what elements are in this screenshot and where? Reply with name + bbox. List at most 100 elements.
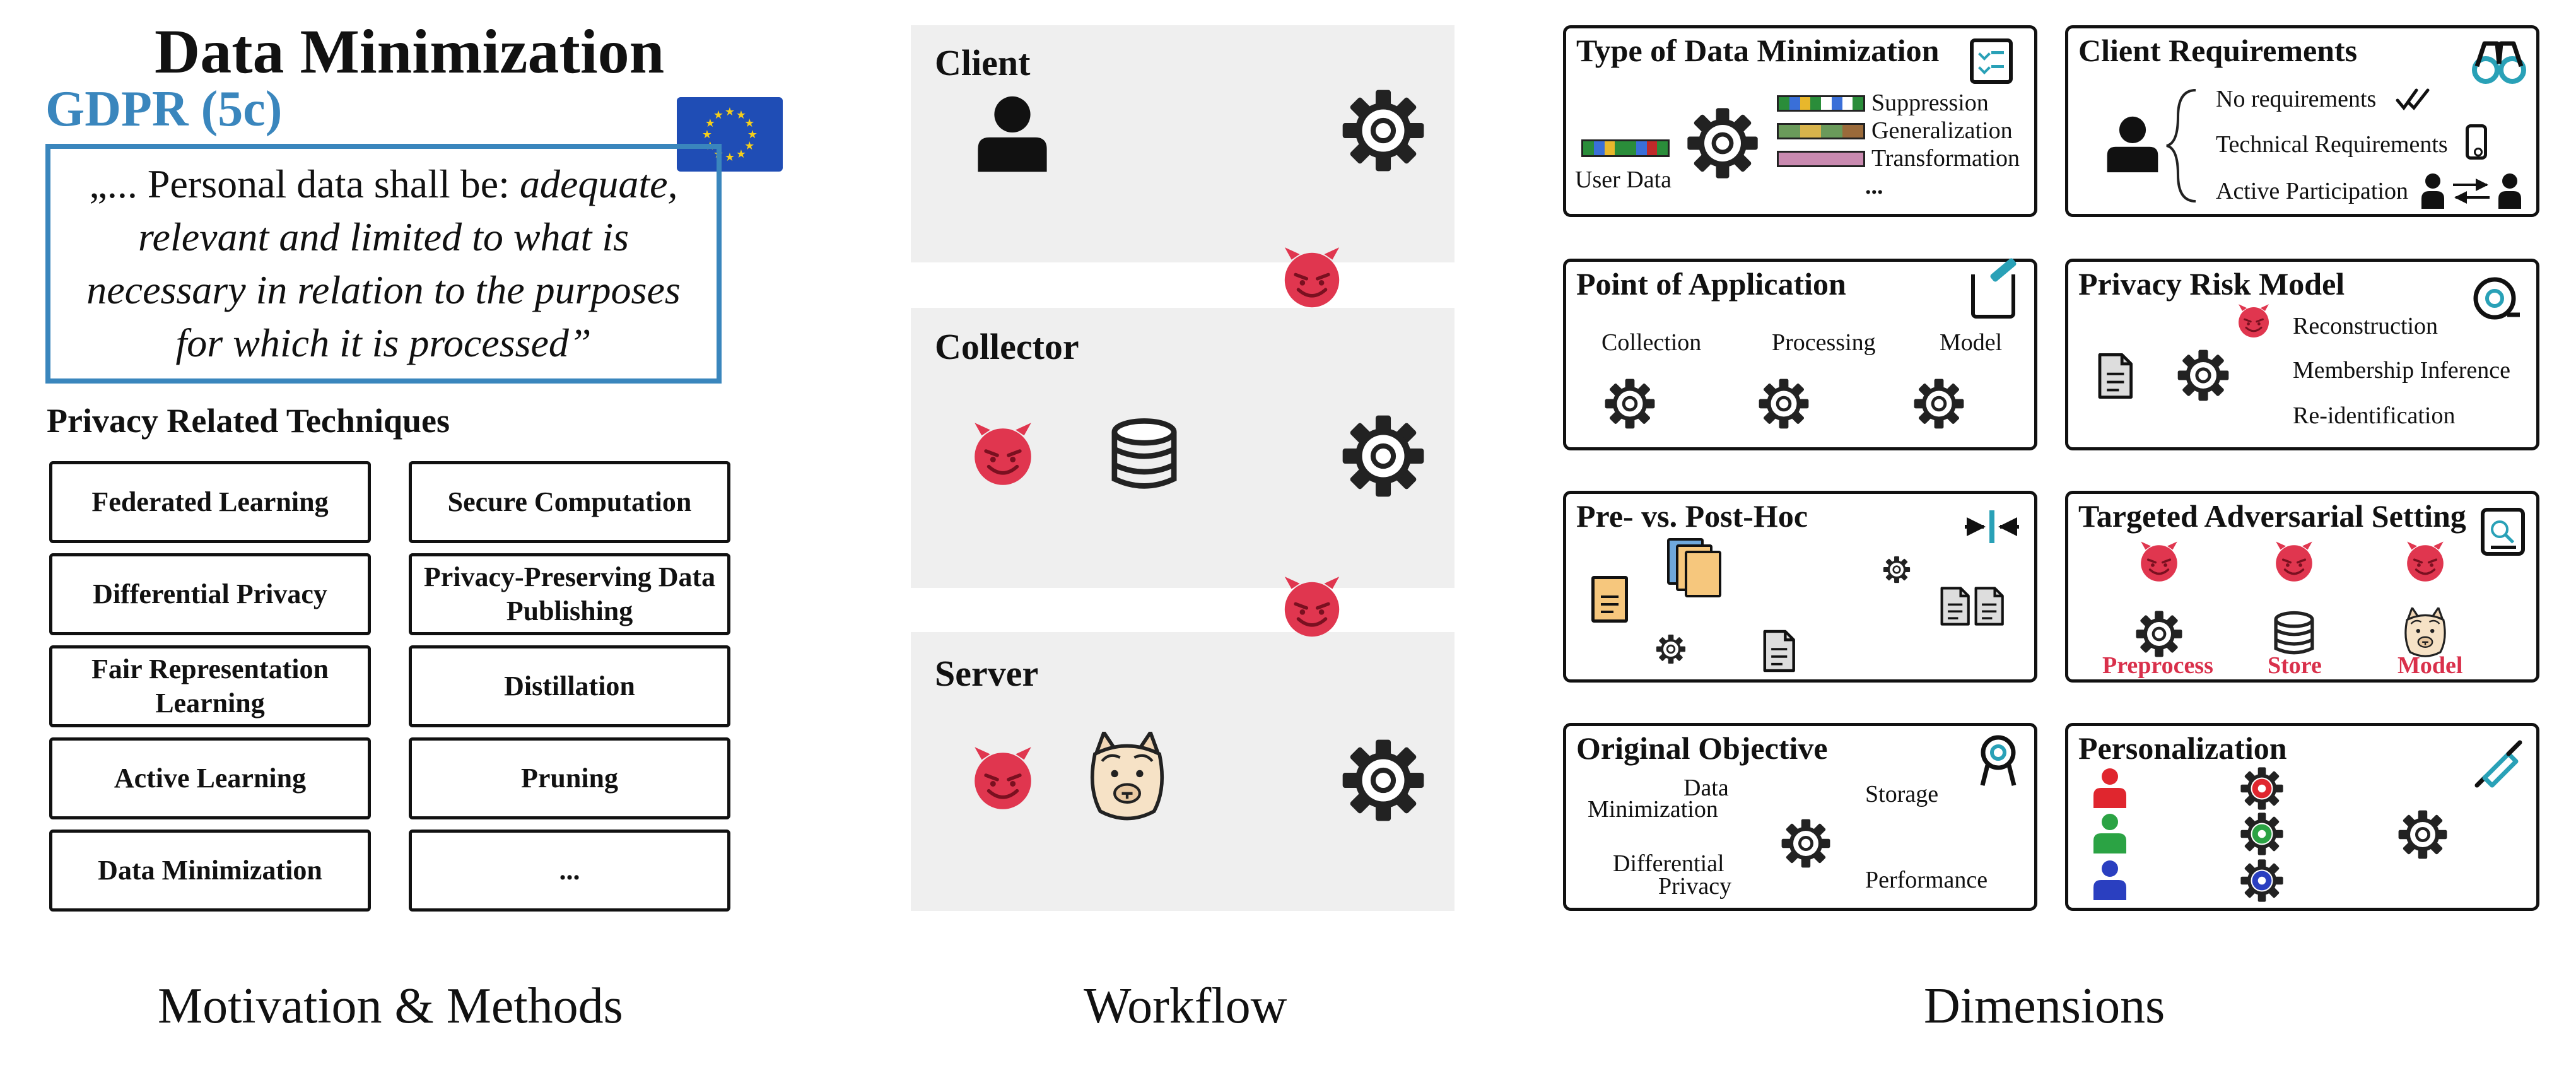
- objective-left-bottom: Privacy: [1658, 873, 1732, 900]
- document-icon: [1755, 626, 1802, 676]
- generalization-bar: [1777, 123, 1865, 139]
- stage-collection: Collection: [1601, 329, 1702, 356]
- database-icon: [2270, 610, 2318, 658]
- risk-item: Reconstruction: [2293, 313, 2438, 339]
- user-blue-icon: [2093, 860, 2126, 900]
- requirements-brace: [2166, 89, 2196, 202]
- section-label-workflow: Workflow: [1084, 978, 1287, 1034]
- techniques-header: Privacy Related Techniques: [47, 402, 450, 440]
- document-icon: [2090, 348, 2140, 404]
- output-generalization: Generalization: [1871, 117, 2013, 144]
- technique-item: Differential Privacy: [49, 553, 371, 635]
- stage-processing: Processing: [1772, 329, 1876, 356]
- server-devil-icon: [968, 746, 1038, 816]
- gear-icon: [1687, 108, 1758, 179]
- syringe-icon: [2474, 740, 2522, 788]
- technique-item: Data Minimization: [49, 830, 371, 912]
- technique-item: Active Learning: [49, 737, 371, 819]
- dimension-title: Point of Application: [1576, 266, 1846, 302]
- eu-star-icon: ★: [747, 128, 758, 141]
- eu-star-icon: ★: [736, 148, 746, 160]
- objective-left-top: Minimization: [1588, 796, 1718, 823]
- dimension-title: Original Objective: [1576, 730, 1828, 766]
- user-green-icon: [2093, 814, 2126, 853]
- dimension-client: Client Requirements No requirements Tech…: [2065, 25, 2539, 217]
- gdpr-label: GDPR (5c): [45, 81, 283, 137]
- pen-icon: [1971, 257, 2018, 319]
- award-icon: [1980, 735, 2017, 786]
- dimension-objective: Original Objective Data Minimization Dif…: [1563, 723, 2037, 911]
- user-data-bar: [1581, 139, 1670, 157]
- dimension-prepost: Pre- vs. Post-Hoc: [1563, 491, 2037, 683]
- stage-label-client: Client: [935, 42, 1031, 83]
- dimension-point: Point of Application Collection Processi…: [1563, 257, 2037, 450]
- objective-left-bottom: Differential: [1613, 850, 1724, 877]
- technique-item: Privacy-Preserving Data Publishing: [409, 553, 730, 635]
- dimension-title: Targeted Adversarial Setting: [2078, 498, 2466, 534]
- dimension-title: Personalization: [2078, 730, 2287, 766]
- red-gear-icon: [2240, 767, 2283, 810]
- dimension-title: Type of Data Minimization: [1576, 33, 1940, 68]
- eu-star-icon: ★: [725, 105, 735, 118]
- gear-icon: [1781, 819, 1830, 868]
- suppression-bar: [1777, 95, 1865, 112]
- eu-star-icon: ★: [736, 108, 746, 121]
- motivation-title: Data Minimization: [155, 16, 665, 86]
- requirement-item: No requirements: [2216, 86, 2377, 112]
- technique-item: Distillation: [409, 645, 730, 727]
- output-more: ...: [1865, 173, 1883, 199]
- technique-item: Pruning: [409, 737, 730, 819]
- gear-icon: [2398, 810, 2447, 859]
- user-data-label: User Data: [1575, 167, 1671, 193]
- quote-italic: adequate, relevant and limited to what i…: [86, 161, 681, 365]
- eu-star-icon: ★: [744, 117, 754, 129]
- gear-icon: [1759, 378, 1809, 429]
- split-icon: [1965, 510, 2019, 543]
- checklist-icon: [1970, 38, 2013, 84]
- exchange-people-icon: [2421, 173, 2521, 209]
- devil-icon: [2140, 541, 2179, 583]
- objective-right: Performance: [1865, 867, 1988, 893]
- gear-icon: [2136, 611, 2182, 657]
- target-label: Preprocess: [2102, 652, 2213, 679]
- transformation-bar: [1777, 151, 1865, 167]
- objective-left-top: Data: [1683, 775, 1729, 801]
- dimension-adversarial: Targeted Adversarial Setting Preprocess …: [2065, 491, 2539, 683]
- green-gear-icon: [2240, 812, 2283, 855]
- adversary-devil-icon: [1278, 575, 1346, 643]
- quote-plain: „... Personal data shall be:: [89, 161, 520, 206]
- section-label-motivation: Motivation & Methods: [158, 978, 623, 1034]
- client-person-icon: [978, 96, 1047, 172]
- client-gear-icon: [1342, 90, 1424, 172]
- person-icon: [2107, 116, 2158, 173]
- document-icon: [1967, 582, 2010, 630]
- llama-model-icon: [1082, 732, 1172, 826]
- dimension-type: Type of Data Minimization User Data Supp…: [1563, 25, 2037, 217]
- devil-icon: [2274, 541, 2314, 583]
- risk-item: Membership Inference: [2293, 357, 2511, 384]
- stage-label-server: Server: [935, 653, 1039, 694]
- smartphone-icon: [2466, 124, 2487, 160]
- eu-star-icon: ★: [702, 128, 712, 141]
- server-gear-icon: [1342, 739, 1424, 821]
- gear-icon: [1605, 378, 1655, 429]
- target-label: Store: [2268, 652, 2322, 679]
- collector-devil-icon: [968, 421, 1038, 492]
- dimension-risk: Privacy Risk Model Reconstruction Member…: [2065, 259, 2539, 450]
- technique-item: Fair Representation Learning: [49, 645, 371, 727]
- target-label: Model: [2397, 652, 2463, 679]
- technique-item: ...: [409, 830, 730, 912]
- objective-right: Storage: [1865, 781, 1939, 807]
- devil-icon: [2237, 303, 2270, 339]
- eu-star-icon: ★: [744, 139, 754, 152]
- collector-gear-icon: [1342, 415, 1424, 497]
- risk-lens-icon: [2473, 277, 2520, 320]
- blue-gear-icon: [2240, 859, 2283, 902]
- gdpr-quote: „... Personal data shall be: adequate, r…: [45, 144, 722, 384]
- database-icon: [1105, 416, 1183, 495]
- technique-item: Secure Computation: [409, 461, 730, 543]
- dimension-title: Pre- vs. Post-Hoc: [1576, 498, 1808, 534]
- requirement-item: Technical Requirements: [2216, 131, 2448, 158]
- dimension-title: Client Requirements: [2078, 33, 2358, 68]
- gear-icon: [2177, 349, 2229, 401]
